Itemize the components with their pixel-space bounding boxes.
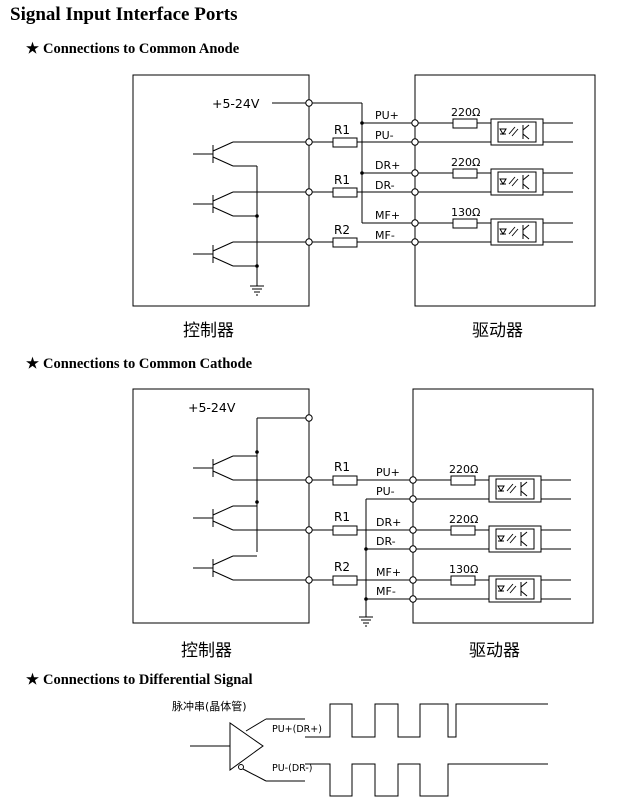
- terminal-label: MF-: [376, 585, 396, 598]
- terminal-label: PU-: [375, 129, 394, 142]
- driver-box: [412, 388, 594, 624]
- common-cathode-diagram: +5-24V R1 R1 R2 PU+ PU- DR+ DR- MF+ MF-: [132, 388, 594, 661]
- terminal-label: PU+: [375, 109, 399, 122]
- terminal-label: DR+: [376, 516, 401, 529]
- driver-label: 驱动器: [472, 321, 523, 341]
- resistor-label: R1: [334, 460, 350, 474]
- controller-box: [132, 388, 310, 624]
- minus-signal-label: PU-(DR-): [272, 763, 312, 774]
- driver-label: 驱动器: [469, 641, 520, 661]
- resistor-label: R2: [334, 560, 350, 574]
- resistor-label: R2: [334, 223, 350, 237]
- optocoupler-icon: [490, 218, 544, 246]
- input-resistor-label: 130Ω: [451, 206, 480, 219]
- section-heading-common-cathode: ★Connections to Common Cathode: [26, 356, 252, 373]
- controller-label: 控制器: [183, 321, 234, 341]
- supply-label: +5-24V: [212, 96, 260, 111]
- terminal-label: DR+: [375, 159, 400, 172]
- terminal-label: MF+: [375, 209, 400, 222]
- input-resistor-label: 220Ω: [451, 156, 480, 169]
- input-resistor-label: 220Ω: [449, 513, 478, 526]
- optocoupler-icon: [488, 525, 542, 553]
- common-anode-diagram: +5-24V R1 R1 R2 PU+ PU- DR+ DR- MF+ MF-: [132, 74, 596, 341]
- section-heading-common-anode: ★Connections to Common Anode: [26, 41, 239, 58]
- pulse-waveform-plus: [305, 703, 548, 738]
- terminal-label: MF-: [375, 229, 395, 242]
- differential-signal-diagram: 脉冲串(晶体管) PU+(DR+) PU-(DR-): [172, 699, 548, 797]
- terminal-label: DR-: [376, 535, 396, 548]
- optocoupler-icon: [490, 168, 544, 196]
- page-title: Signal Input Interface Ports: [10, 4, 238, 25]
- resistor-label: R1: [334, 173, 350, 187]
- plus-signal-label: PU+(DR+): [272, 724, 322, 735]
- optocoupler-icon: [488, 575, 542, 603]
- heading-text: Connections to Differential Signal: [43, 672, 253, 688]
- star-icon: ★: [26, 356, 39, 372]
- supply-label: +5-24V: [188, 400, 236, 415]
- resistor-label: R1: [334, 123, 350, 137]
- terminal-label: PU+: [376, 466, 400, 479]
- heading-text: Connections to Common Anode: [43, 41, 240, 57]
- optocoupler-icon: [490, 118, 544, 146]
- input-resistor-label: 130Ω: [449, 563, 478, 576]
- pulse-waveform-minus: [305, 763, 548, 797]
- terminal-label: PU-: [376, 485, 395, 498]
- terminal-label: DR-: [375, 179, 395, 192]
- star-icon: ★: [26, 41, 39, 57]
- controller-label: 控制器: [181, 641, 232, 661]
- terminal-label: MF+: [376, 566, 401, 579]
- amplifier-icon: [229, 722, 264, 771]
- input-resistor-label: 220Ω: [451, 106, 480, 119]
- section-heading-differential: ★Connections to Differential Signal: [26, 672, 253, 689]
- pulse-train-label: 脉冲串(晶体管): [172, 699, 247, 713]
- heading-text: Connections to Common Cathode: [43, 356, 253, 372]
- driver-box: [414, 74, 596, 307]
- input-resistor-label: 220Ω: [449, 463, 478, 476]
- resistor-label: R1: [334, 510, 350, 524]
- star-icon: ★: [26, 672, 39, 688]
- optocoupler-icon: [488, 475, 542, 503]
